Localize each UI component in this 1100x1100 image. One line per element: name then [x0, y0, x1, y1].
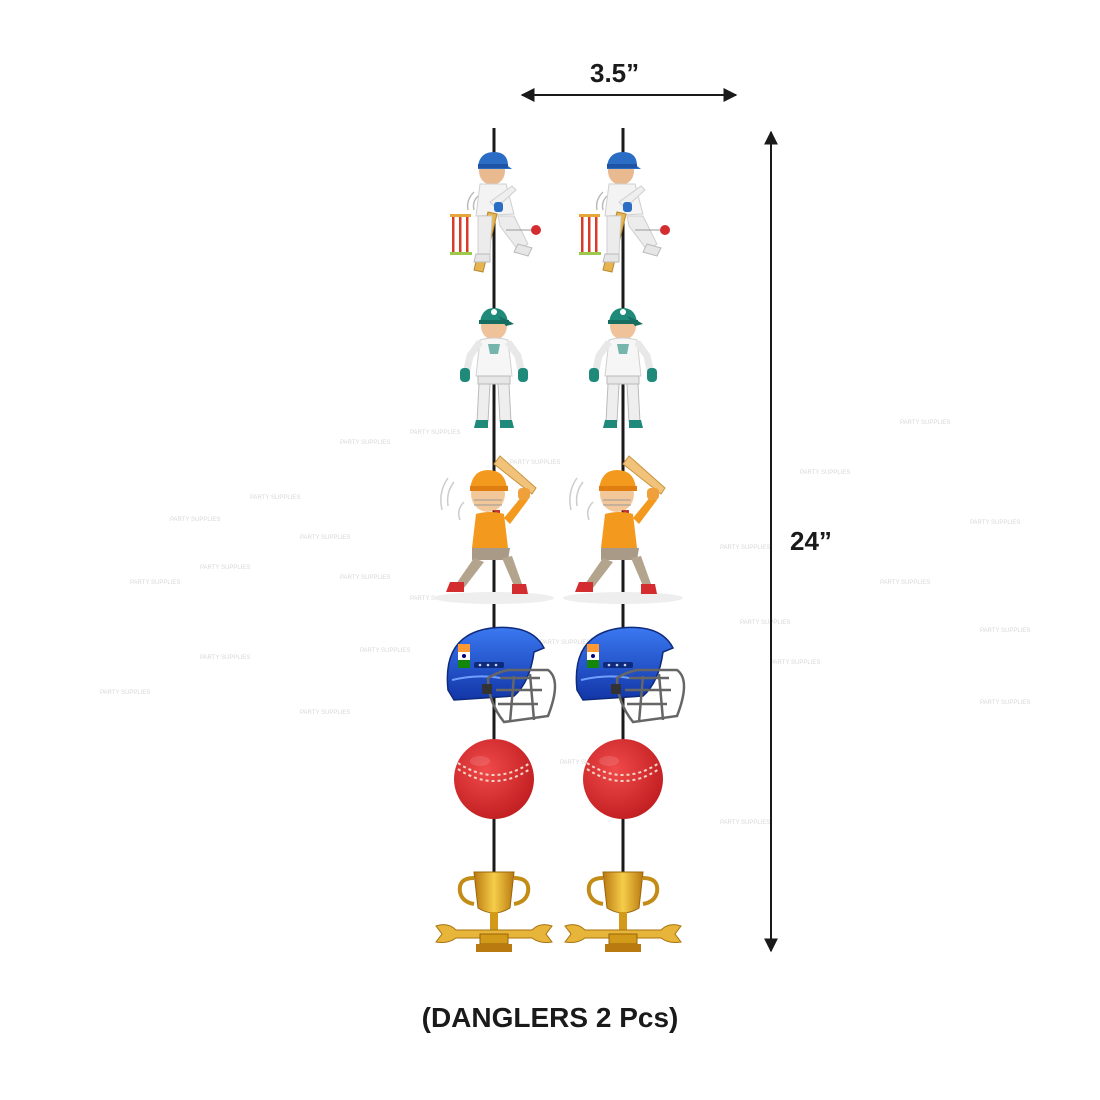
- trophy-icon: [563, 870, 683, 954]
- watermark: PARTY SUPPLIES: [510, 460, 561, 466]
- height-dimension-label: 24”: [790, 526, 832, 556]
- watermark: PARTY SUPPLIES: [100, 690, 151, 696]
- caption: (DANGLERS 2 Pcs): [421, 1002, 679, 1033]
- watermark: PARTY SUPPLIES: [540, 640, 591, 646]
- watermark: PARTY SUPPLIES: [880, 580, 931, 586]
- cricket-helmet-icon: [575, 626, 686, 724]
- watermark: PARTY SUPPLIES: [170, 517, 221, 523]
- dangler-1: [433, 128, 557, 954]
- watermark: PARTY SUPPLIES: [800, 470, 851, 476]
- watermark: PARTY SUPPLIES: [360, 648, 411, 654]
- watermark: PARTY SUPPLIES: [250, 495, 301, 501]
- cricket-ball-icon: [453, 738, 535, 820]
- trophy-icon: [434, 870, 554, 954]
- watermark: PARTY SUPPLIES: [770, 660, 821, 666]
- watermark: PARTY SUPPLIES: [340, 440, 391, 446]
- watermark: PARTY SUPPLIES: [340, 575, 391, 581]
- watermark: PARTY SUPPLIES: [980, 700, 1031, 706]
- watermark: PARTY SUPPLIES: [900, 420, 951, 426]
- dangler-2: [562, 128, 686, 954]
- watermark: PARTY SUPPLIES: [720, 545, 771, 551]
- cricket-ball-icon: [582, 738, 664, 820]
- watermark: PARTY SUPPLIES: [200, 655, 251, 661]
- watermark: PARTY SUPPLIES: [300, 535, 351, 541]
- watermark: PARTY SUPPLIES: [130, 580, 181, 586]
- watermark: PARTY SUPPLIES: [560, 760, 611, 766]
- width-dimension-label: 3.5”: [590, 58, 640, 88]
- watermark: PARTY SUPPLIES: [720, 820, 771, 826]
- watermark: PARTY SUPPLIES: [980, 628, 1031, 634]
- watermark: PARTY SUPPLIES: [300, 710, 351, 716]
- watermark: PARTY SUPPLIES: [200, 565, 251, 571]
- watermark: PARTY SUPPLIES: [410, 430, 461, 436]
- cricket-helmet-icon: [446, 626, 557, 724]
- watermark: PARTY SUPPLIES: [970, 520, 1021, 526]
